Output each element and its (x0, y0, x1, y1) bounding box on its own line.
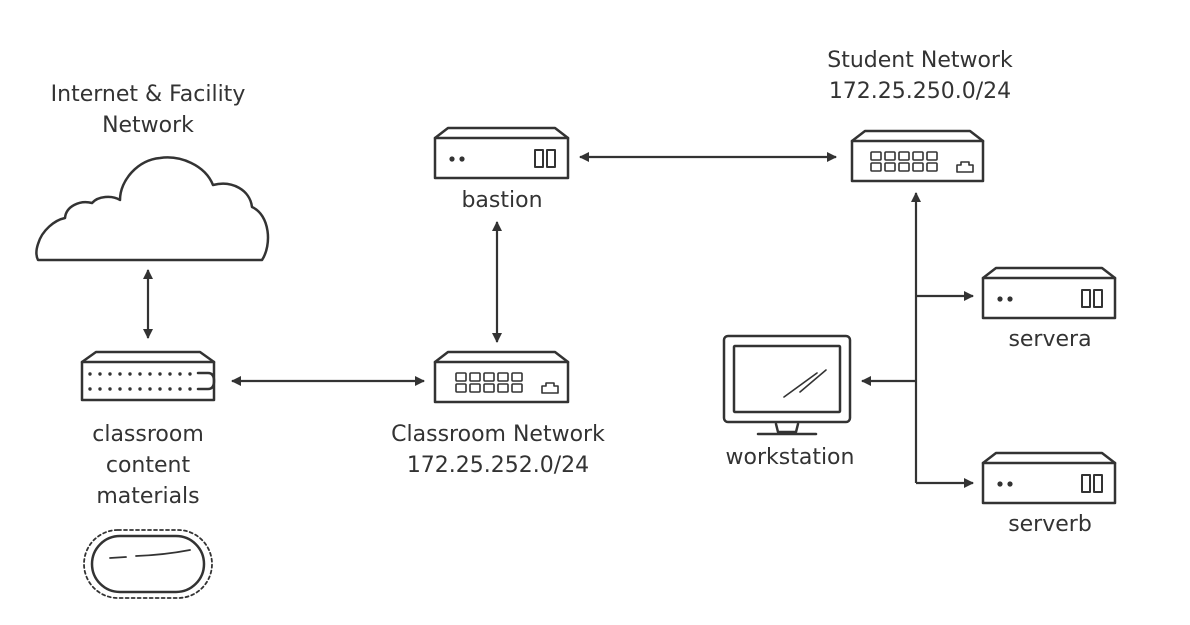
servera-server-icon (981, 266, 1117, 320)
classroom-content-label-line1: classroom (92, 422, 204, 447)
servera-label: servera (1008, 327, 1092, 352)
classroom-content-label-line3: materials (96, 484, 200, 509)
disk-icon (83, 529, 213, 599)
cloud-icon (35, 156, 270, 262)
student-network-label-line2: 172.25.250.0/24 (828, 79, 1012, 104)
classroom-network-label-line2: 172.25.252.0/24 (406, 453, 590, 478)
classroom-content-label: classroom content materials (48, 419, 248, 512)
classroom-content-label-line2: content (105, 453, 191, 478)
serverb-label: serverb (1008, 512, 1092, 537)
student-network-label-line1: Student Network (827, 48, 1013, 73)
internet-label-line1: Internet & Facility (50, 82, 246, 107)
classroom-network-label-line1: Classroom Network (391, 422, 605, 447)
internet-label-line2: Network (102, 113, 194, 138)
server-rack-icon (80, 350, 216, 402)
bastion-server-icon (433, 126, 570, 180)
workstation-label: workstation (725, 445, 855, 470)
classroom-switch-icon (433, 350, 570, 404)
student-network-label: Student Network 172.25.250.0/24 (775, 45, 1065, 107)
classroom-network-label: Classroom Network 172.25.252.0/24 (358, 419, 638, 481)
monitor-icon (722, 334, 852, 436)
serverb-server-icon (981, 451, 1117, 505)
bastion-label: bastion (461, 188, 543, 213)
internet-label: Internet & Facility Network (18, 79, 278, 141)
student-switch-icon (850, 129, 985, 183)
